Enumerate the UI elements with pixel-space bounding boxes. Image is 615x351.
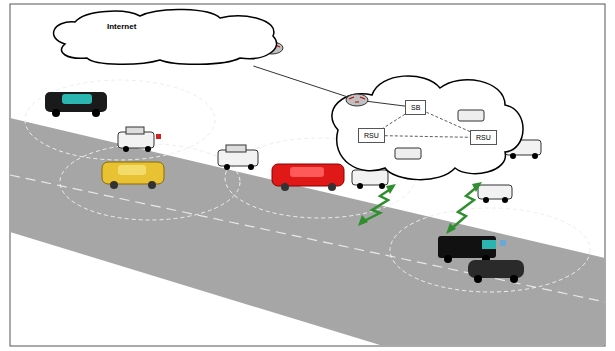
- network-link: [253, 66, 405, 106]
- car-red: [272, 164, 344, 191]
- router-icon: [346, 94, 368, 106]
- car-white: [218, 145, 258, 170]
- lane-line: [10, 175, 605, 302]
- cloud-shape: [54, 9, 277, 64]
- box-label: SB: [411, 103, 420, 112]
- range-circle: [390, 208, 590, 292]
- car-white: [118, 127, 161, 152]
- arrowhead: [358, 215, 368, 226]
- internet-cloud: Internet: [45, 8, 285, 66]
- car-white: [352, 170, 388, 189]
- range-circle: [25, 80, 215, 160]
- arrowhead: [446, 223, 456, 234]
- car-yellow: [102, 162, 164, 189]
- arrowhead: [472, 182, 482, 192]
- dashed-link: [383, 114, 405, 128]
- network-box: RSU: [470, 130, 497, 145]
- network-cloud: [332, 76, 523, 180]
- car-white: [478, 185, 512, 203]
- network-box: SB: [405, 100, 426, 115]
- arrowhead: [386, 184, 396, 194]
- box-label: RSU: [364, 131, 379, 140]
- network-box: RSU: [358, 128, 385, 143]
- car-black-van: [438, 236, 506, 263]
- frame: [10, 4, 605, 346]
- car-black-teal: [45, 92, 107, 117]
- box-label: RSU: [476, 133, 491, 142]
- dashed-link: [426, 112, 470, 131]
- wireless-link: [362, 188, 392, 222]
- dashed-link: [385, 136, 470, 138]
- road: [10, 118, 605, 345]
- wireless-link: [450, 186, 478, 230]
- cloud-outline: [45, 8, 285, 66]
- cloud-label: Internet: [107, 22, 136, 31]
- car-dark: [468, 260, 524, 283]
- range-circle: [60, 144, 240, 220]
